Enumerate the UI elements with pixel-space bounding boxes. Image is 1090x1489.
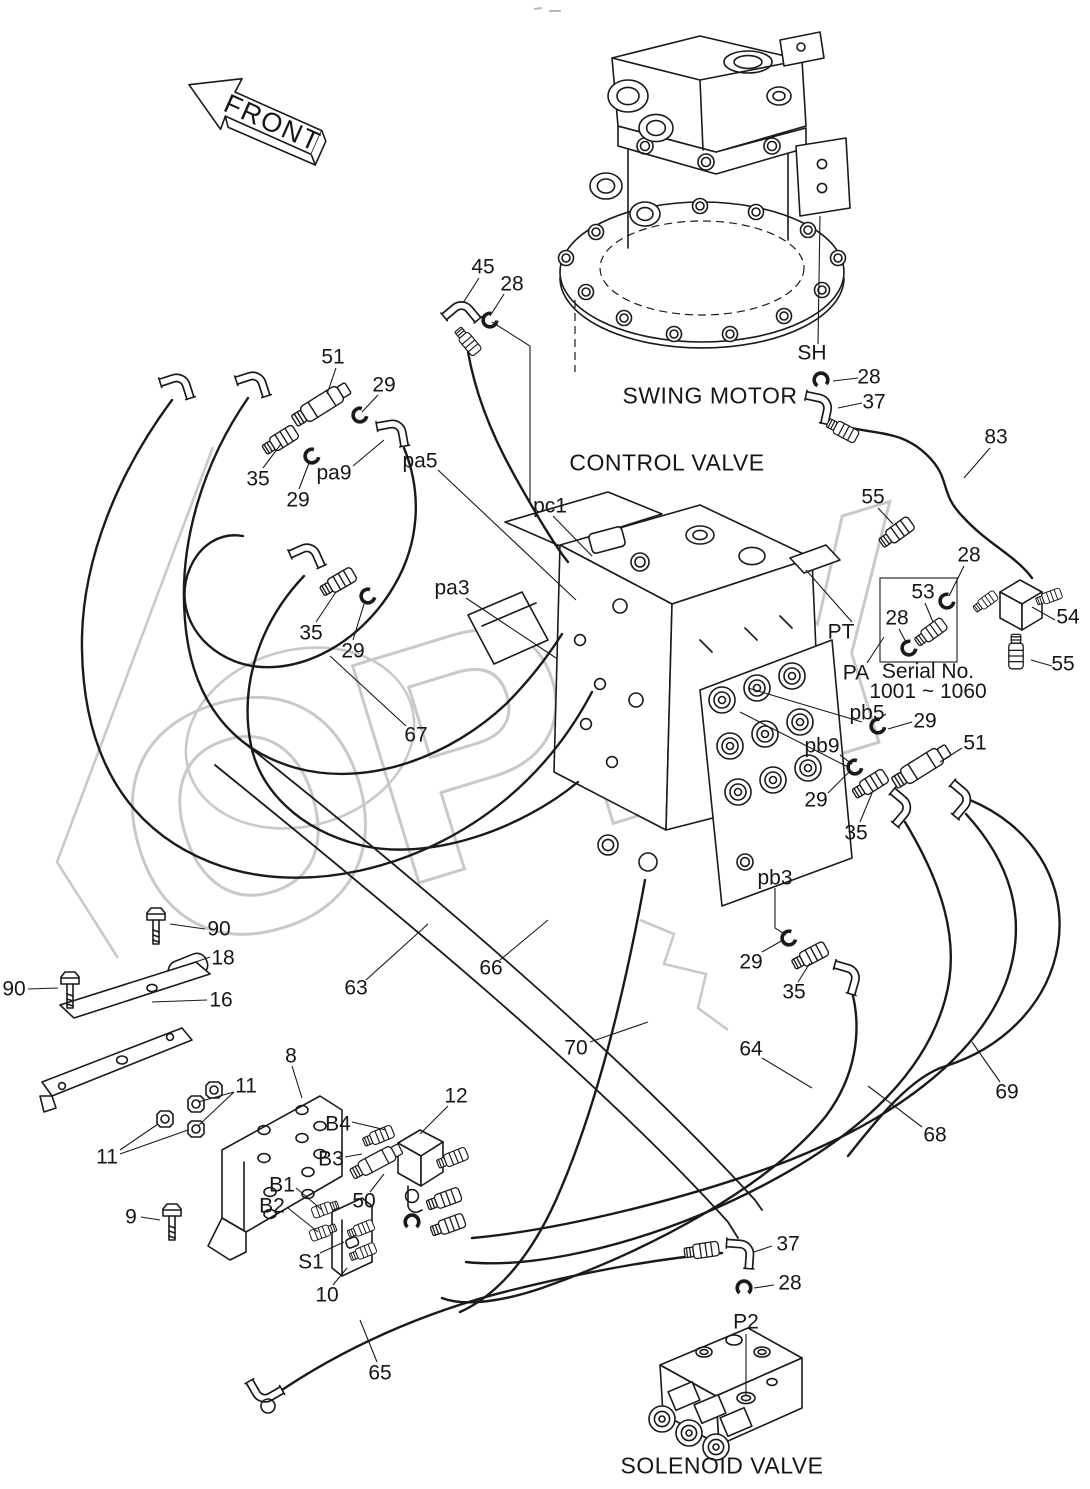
serial-number-note: Serial No. 1001 ~ 1060 [869,660,987,703]
part-label-pb9: pb9 [804,734,840,758]
part-label-pa5: pa5 [402,449,438,473]
leader-lines [27,277,1056,1363]
part-label-55: 55 [1051,652,1075,676]
part-label-35: 35 [299,621,323,645]
part-label-28: 28 [500,272,524,296]
part-label-28: 28 [885,606,909,630]
part-label-pc1: pc1 [533,494,567,518]
part-label-pb3: pb3 [757,866,793,890]
fittings [159,294,1064,1414]
part-label-pa3: pa3 [434,576,470,600]
part-label-pb5: pb5 [849,701,885,725]
part-label-29: 29 [739,950,763,974]
part-label-PA: PA [842,661,870,685]
part-label-64: 64 [739,1037,763,1061]
part-label-29: 29 [913,709,937,733]
part-label-B2: B2 [259,1194,285,1218]
part-label-70: 70 [564,1036,588,1060]
part-label-55: 55 [861,485,885,509]
part-label-29: 29 [804,788,828,812]
part-label-SH: SH [797,341,827,365]
part-label-90: 90 [207,917,231,941]
part-label-37: 37 [776,1232,800,1256]
part-label-28: 28 [857,365,881,389]
bracket-and-plates-drawing [39,907,343,1261]
serial-note-line2: 1001 ~ 1060 [869,680,987,703]
part-label-B1: B1 [269,1173,295,1197]
control-valve-caption: CONTROL VALVE [569,449,765,476]
part-label-8: 8 [285,1044,297,1068]
part-label-90: 90 [2,977,26,1001]
part-label-69: 69 [995,1080,1019,1104]
hoses [80,350,1061,1396]
part-label-51: 51 [321,345,345,369]
part-label-65: 65 [368,1361,392,1385]
part-label-PT: PT [827,620,855,644]
swing-motor-caption: SWING MOTOR [622,382,798,409]
manifold-blocks-drawing [308,1124,470,1277]
serial-note-line1: Serial No. [881,660,975,683]
part-label-11: 11 [96,1145,118,1169]
part-label-35: 35 [844,821,868,845]
part-label-B4: B4 [325,1112,351,1136]
part-label-18: 18 [211,946,235,970]
solenoid-valve-drawing [648,1327,803,1461]
part-label-45: 45 [471,255,495,279]
control-valve-drawing [467,491,853,907]
part-label-S1: S1 [298,1250,324,1274]
part-label-63: 63 [344,976,368,1000]
part-label-67: 67 [404,723,428,747]
part-label-12: 12 [444,1084,468,1108]
part-label-28: 28 [957,543,981,567]
part-label-66: 66 [479,956,503,980]
part-label-54: 54 [1056,605,1080,629]
part-label-9: 9 [125,1205,137,1229]
part-label-35: 35 [782,980,806,1004]
part-label-50: 50 [352,1189,376,1213]
part-label-P2: P2 [733,1310,759,1334]
solenoid-valve-caption: SOLENOID VALVE [620,1452,824,1479]
part-label-29: 29 [372,373,396,397]
part-label-28: 28 [778,1271,802,1295]
part-label-29: 29 [286,488,310,512]
part-label-16: 16 [209,988,233,1012]
part-label-68: 68 [923,1123,947,1147]
part-label-10: 10 [315,1283,339,1307]
part-label-83: 83 [984,425,1008,449]
part-label-51: 51 [963,731,987,755]
part-label-29: 29 [341,639,365,663]
front-arrow: FRONT [188,77,327,166]
part-label-53: 53 [911,580,935,604]
part-label-37: 37 [862,390,886,414]
part-label-B3: B3 [318,1147,344,1171]
part-label-35: 35 [246,467,270,491]
swing-motor-drawing [557,31,851,372]
part-label-pa9: pa9 [316,461,352,485]
part-label-11: 11 [235,1074,257,1098]
